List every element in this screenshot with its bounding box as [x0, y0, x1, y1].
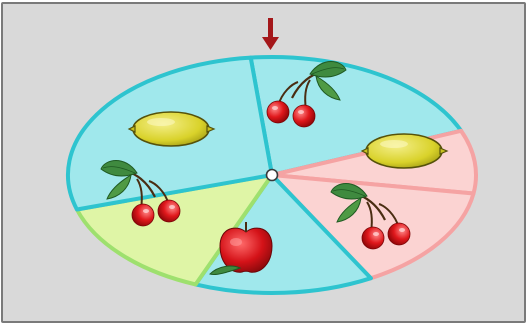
spinner-canvas [3, 4, 524, 321]
spinner-frame [1, 2, 526, 323]
pivot-circle-icon [267, 170, 278, 181]
